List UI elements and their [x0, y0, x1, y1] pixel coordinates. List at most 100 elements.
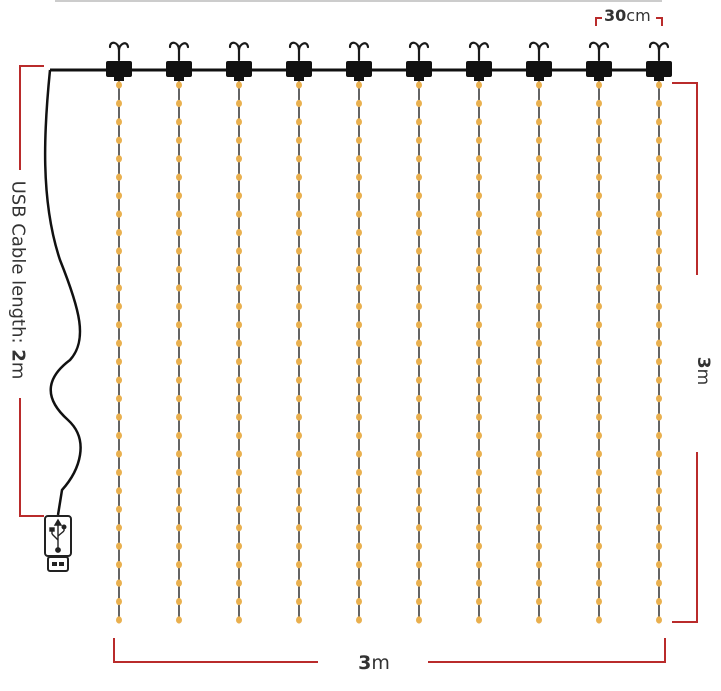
bulb	[476, 228, 482, 237]
bulb	[356, 468, 362, 477]
spacing-label: 30cm	[604, 6, 651, 25]
bulb	[536, 118, 542, 126]
bulb	[236, 358, 242, 366]
bulb	[356, 487, 362, 495]
bulb	[356, 431, 362, 440]
bulb	[356, 155, 362, 163]
bulb	[296, 505, 302, 513]
bulb	[176, 339, 182, 347]
bulb	[596, 136, 602, 144]
bulb	[416, 228, 422, 237]
light-strand	[106, 41, 132, 624]
bulb	[236, 284, 242, 292]
bulb	[116, 228, 122, 237]
bulb	[296, 321, 302, 329]
bulb	[356, 173, 362, 181]
bulb	[596, 192, 602, 200]
bulb	[596, 358, 602, 366]
bulb	[176, 265, 182, 274]
bulb	[416, 118, 422, 126]
bulb	[476, 173, 482, 181]
bulb	[296, 247, 302, 255]
bulb	[236, 210, 242, 218]
bulb	[656, 302, 662, 310]
bulb	[356, 376, 362, 384]
bulb	[176, 431, 182, 440]
bulb	[176, 321, 182, 329]
width-label: 3m	[358, 652, 390, 674]
bulb	[356, 321, 362, 329]
bulb	[596, 321, 602, 329]
bulb	[536, 192, 542, 200]
bulb	[476, 561, 482, 569]
bulb	[416, 487, 422, 495]
bulb	[176, 579, 182, 587]
strand-connector-tip	[354, 77, 364, 81]
bulb	[116, 192, 122, 200]
bulb	[176, 81, 182, 89]
bulb	[296, 542, 302, 550]
bulb	[656, 542, 662, 550]
bulb	[356, 542, 362, 550]
bulb	[536, 228, 542, 237]
bulb	[116, 579, 122, 587]
bulb	[476, 597, 482, 606]
bulb	[176, 524, 182, 532]
bulb	[176, 616, 182, 624]
bulb	[656, 155, 662, 163]
bulb	[296, 99, 302, 108]
bulb	[656, 136, 662, 144]
cable-length-label: USB Cable length: 2m	[8, 181, 29, 380]
bulb	[356, 99, 362, 108]
bulb	[536, 542, 542, 550]
bulb	[356, 210, 362, 218]
bulb	[356, 247, 362, 255]
light-strand	[166, 41, 192, 624]
bulb	[176, 284, 182, 292]
bulb	[116, 450, 122, 458]
bulb	[416, 542, 422, 550]
light-strand	[406, 41, 432, 624]
bulb	[116, 358, 122, 366]
bulb	[476, 99, 482, 108]
bulb	[416, 247, 422, 255]
bulb	[536, 450, 542, 458]
bulb	[116, 99, 122, 108]
bulb	[536, 247, 542, 255]
bulb	[476, 431, 482, 440]
bulb	[176, 395, 182, 403]
bulb	[476, 247, 482, 255]
spacing-bracket	[595, 17, 663, 26]
bulb	[596, 431, 602, 440]
bulb	[356, 136, 362, 144]
bulb	[656, 192, 662, 200]
bulb	[236, 173, 242, 181]
bulb	[536, 376, 542, 384]
bulb	[416, 81, 422, 89]
cable-length-prefix: USB Cable length:	[7, 180, 29, 350]
bulb	[416, 597, 422, 606]
bulb	[476, 265, 482, 274]
bulb	[656, 210, 662, 218]
bulb	[476, 450, 482, 458]
bulb	[596, 339, 602, 347]
strand-connector-tip	[414, 77, 424, 81]
bulb	[536, 413, 542, 421]
bulb	[236, 542, 242, 550]
bulb	[416, 210, 422, 218]
bulb	[476, 118, 482, 126]
bulb	[596, 561, 602, 569]
bulb	[536, 358, 542, 366]
strand-connector-tip	[114, 77, 124, 81]
bulb	[176, 413, 182, 421]
bulb	[476, 339, 482, 347]
bulb	[536, 210, 542, 218]
bulb	[356, 597, 362, 606]
bulb	[416, 450, 422, 458]
bulb	[236, 616, 242, 624]
bulb	[356, 81, 362, 89]
bulb	[116, 487, 122, 495]
height-value: 3	[693, 356, 713, 369]
bulb	[656, 118, 662, 126]
hook-icon	[228, 41, 250, 62]
